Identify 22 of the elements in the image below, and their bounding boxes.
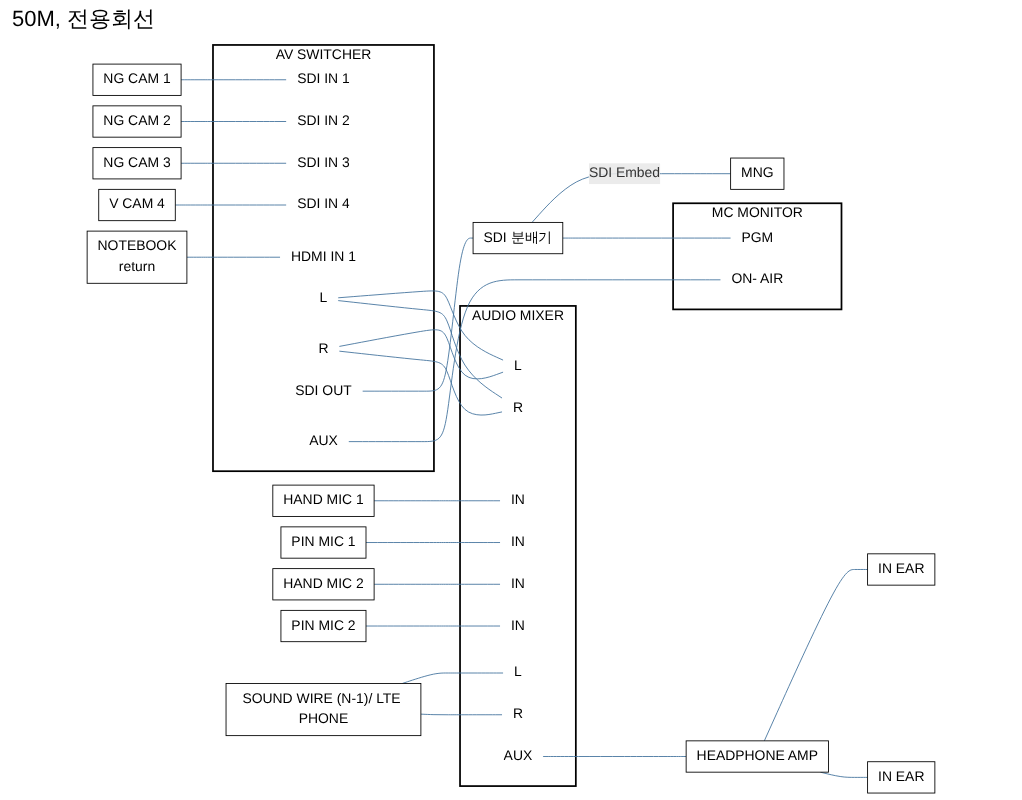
note-text: 50M, 전용회선: [12, 6, 156, 34]
connector: [338, 329, 505, 380]
connector: [186, 256, 281, 258]
connector: [365, 625, 501, 627]
connector: [542, 756, 687, 757]
connector: [180, 79, 288, 81]
connector: [180, 121, 288, 122]
connector: [174, 204, 288, 206]
connector: [337, 290, 505, 361]
connector: [401, 672, 505, 684]
connector: [338, 350, 503, 416]
connector: [763, 569, 869, 742]
connector: [347, 279, 722, 443]
connector: [361, 237, 474, 392]
connector: [420, 713, 503, 716]
connector: [365, 542, 501, 543]
connector: [562, 237, 732, 239]
connector: [337, 300, 503, 399]
connector: [180, 162, 288, 164]
connector: [373, 583, 501, 585]
connector: [820, 771, 869, 778]
connector: [373, 500, 501, 502]
